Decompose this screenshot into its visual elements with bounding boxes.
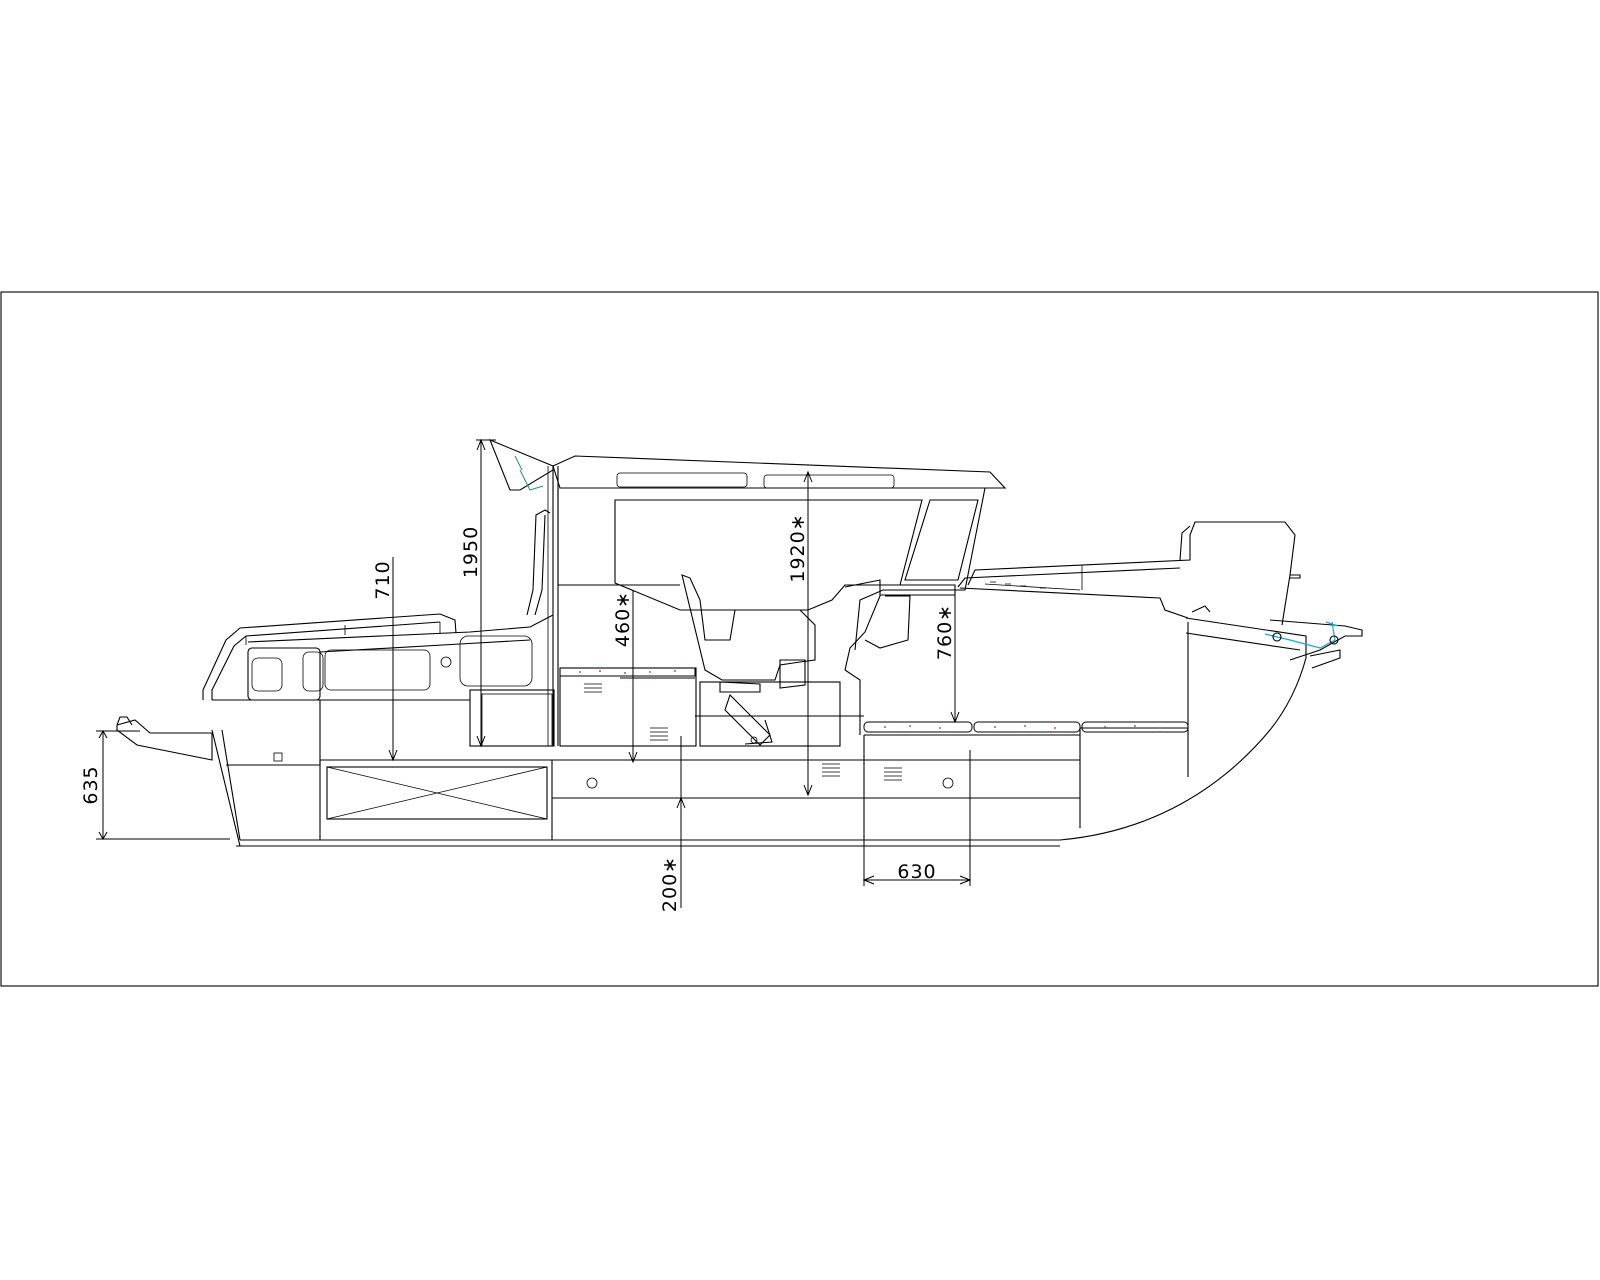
drawing-frame xyxy=(0,291,1599,987)
dim-635-label: 635 xyxy=(80,765,102,804)
dim-630-label: 630 xyxy=(897,861,936,883)
dimension-1950: 1950 xyxy=(460,438,496,748)
cabin-superstructure xyxy=(489,438,1007,746)
dimension-200: 200∗ xyxy=(659,736,686,912)
vent-grille xyxy=(584,683,902,781)
dimension-630: 630 xyxy=(862,750,972,886)
cockpit-seats xyxy=(559,667,1189,747)
bow-anchor-roller xyxy=(1264,619,1363,669)
dimension-1920: 1920∗ xyxy=(787,470,813,797)
dimension-760: 760∗ xyxy=(934,592,960,724)
dimension-710: 710 xyxy=(372,557,398,762)
dim-760-label: 760∗ xyxy=(934,604,956,660)
dim-1950-label: 1950 xyxy=(460,526,482,578)
bow-rail-and-pulpit xyxy=(957,521,1301,626)
dim-460-label: 460∗ xyxy=(612,591,634,647)
aft-cabin-sofa xyxy=(202,509,555,747)
hull xyxy=(211,617,1307,847)
dimension-460: 460∗ xyxy=(612,590,638,764)
swim-platform xyxy=(116,716,213,761)
dimension-635: 635 xyxy=(80,729,230,841)
dim-200-label: 200∗ xyxy=(659,856,681,912)
dim-710-label: 710 xyxy=(372,560,394,599)
dim-1920-label: 1920∗ xyxy=(787,513,809,582)
helm-seat xyxy=(681,574,816,746)
